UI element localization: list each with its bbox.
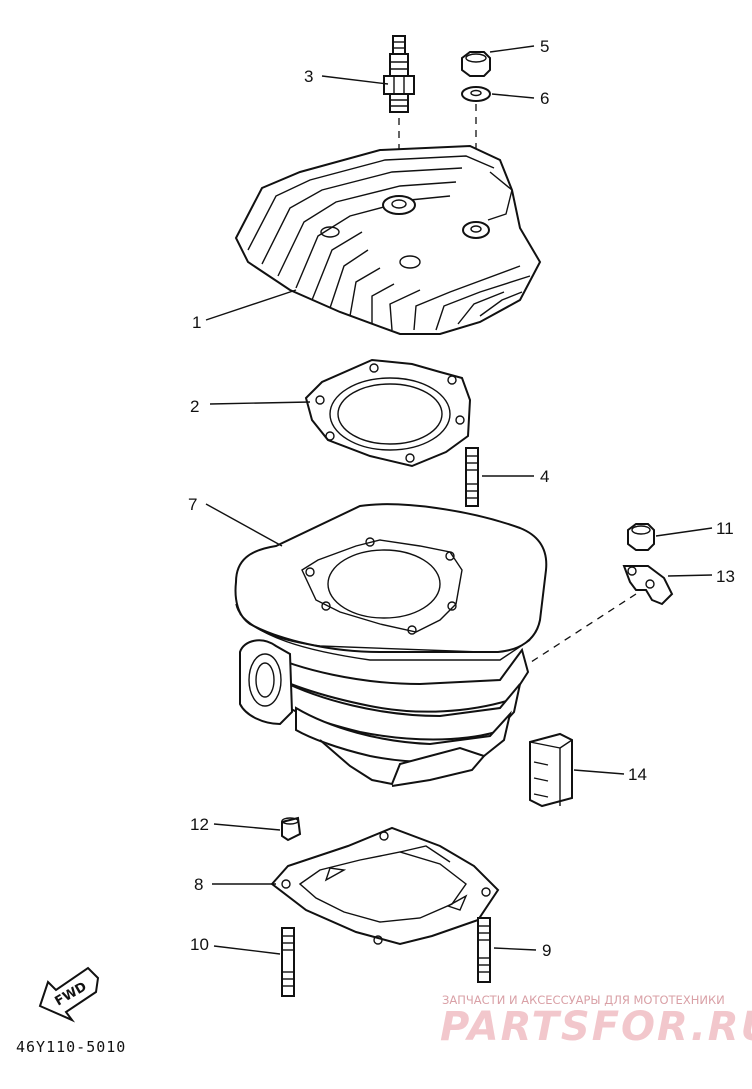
head-gasket-part — [304, 358, 472, 468]
head-nut-part — [461, 51, 491, 77]
callout-5: 5 — [540, 37, 549, 56]
callout-14: 14 — [628, 765, 647, 784]
figure-code: 46Y110-5010 — [16, 1038, 126, 1056]
plain-washer-part — [461, 86, 491, 225]
damper-part — [529, 732, 573, 808]
bracket-part — [527, 565, 674, 665]
fwd-arrow-icon: FWD — [38, 966, 100, 1023]
watermark-caption: ЗАПЧАСТИ И АКСЕССУАРЫ ДЛЯ МОТОТЕХНИКИ — [442, 993, 725, 1007]
watermark-brand: PARTSFOR.RU — [440, 1004, 752, 1050]
stud-bolt-upper-part — [465, 447, 479, 507]
callout-9: 9 — [542, 941, 551, 960]
stud-bolt-right-part — [477, 917, 491, 983]
cylinder-part — [234, 503, 548, 787]
callout-2: 2 — [190, 397, 199, 416]
dowel-pin-part — [281, 816, 302, 842]
callout-4: 4 — [540, 467, 549, 486]
callout-11: 11 — [716, 519, 734, 538]
callout-12: 12 — [190, 815, 209, 834]
callout-1: 1 — [192, 313, 201, 332]
callout-10: 10 — [190, 935, 209, 954]
cylinder-head-part — [234, 144, 542, 335]
callout-3: 3 — [304, 67, 313, 86]
stud-bolt-left-part — [281, 927, 295, 997]
callout-13: 13 — [716, 567, 735, 586]
base-gasket-part — [270, 826, 500, 946]
callout-7: 7 — [188, 495, 197, 514]
flange-nut-part — [627, 523, 655, 551]
callout-8: 8 — [194, 875, 203, 894]
leader-lines — [205, 45, 713, 955]
callout-6: 6 — [540, 89, 549, 108]
